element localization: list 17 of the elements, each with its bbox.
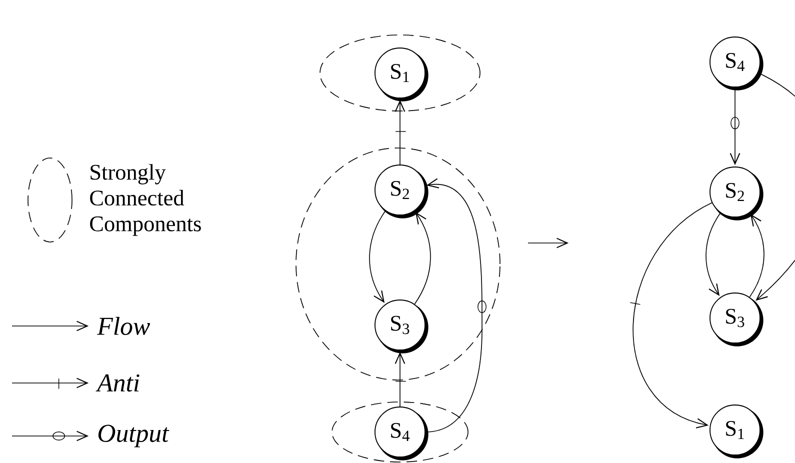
arrow	[369, 210, 386, 303]
arrow	[706, 212, 721, 296]
arrow	[730, 87, 740, 166]
legend-text: Output	[98, 424, 170, 448]
component-ellipse	[320, 34, 480, 112]
legend-text: Flow	[97, 316, 150, 336]
arrow	[394, 100, 406, 165]
arrow	[394, 352, 406, 407]
arrow	[425, 178, 486, 432]
arrow	[414, 212, 431, 305]
component-ellipse	[296, 148, 500, 380]
legend-text: Anti	[96, 374, 140, 392]
component-ellipse	[332, 402, 468, 462]
arrow	[756, 72, 795, 301]
arrow	[630, 202, 712, 428]
legend-text: Strongly Connected Components	[90, 164, 201, 236]
arrow	[749, 214, 764, 298]
